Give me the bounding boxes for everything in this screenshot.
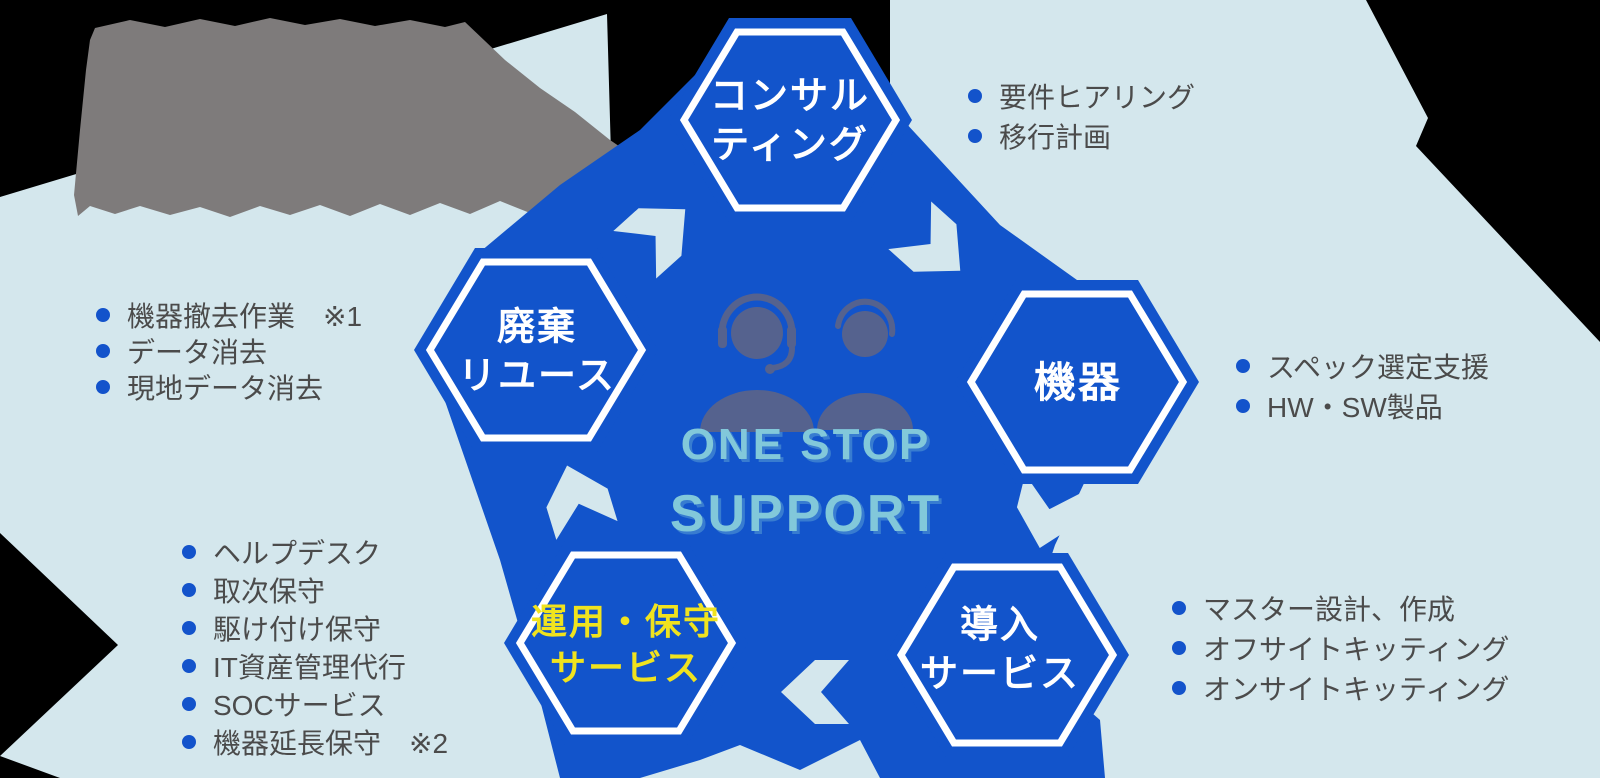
cycle-arrow-icon	[1016, 474, 1088, 548]
hexagon-equipment-label: 機器	[1034, 356, 1122, 410]
bullet-text: IT資産管理代行	[213, 652, 406, 683]
bullet-text: HW・SW製品	[1267, 392, 1443, 423]
cycle-arrows	[546, 201, 1088, 724]
bullet-dot-icon	[1172, 601, 1186, 615]
hexagon-disposal	[414, 248, 658, 452]
label-line: ティング	[711, 124, 869, 166]
bullet-dot-icon	[1172, 681, 1186, 695]
bullet-dot-icon	[968, 89, 982, 103]
bullet-item: 機器延長保守 ※2	[182, 723, 448, 761]
bullet-dot-icon	[96, 380, 110, 394]
bullet-dot-icon	[182, 697, 196, 711]
bullet-dot-icon	[968, 129, 982, 143]
bullet-item: データ消去	[96, 333, 362, 369]
bullet-text: データ消去	[127, 337, 268, 368]
label-line: サービス	[919, 653, 1081, 695]
cycle-arrow-icon	[546, 465, 618, 540]
hexagon-disposal-label: 廃棄 リユース	[458, 303, 616, 400]
bullet-text: ヘルプデスク	[213, 538, 382, 569]
bullet-dot-icon	[96, 344, 110, 358]
bullet-list-operation: ヘルプデスク 取次保守 駆け付け保守 IT資産管理代行 SOCサービス 機器延長…	[182, 533, 448, 761]
bullet-text: オフサイトキッティング	[1203, 634, 1510, 665]
bullet-item: IT資産管理代行	[182, 647, 448, 685]
cycle-arrow-icon	[613, 208, 686, 279]
bullet-dot-icon	[182, 583, 196, 597]
label-line: 廃棄	[496, 306, 578, 349]
cycle-arrow-icon	[781, 660, 849, 724]
bullet-item: オンサイトキッティング	[1172, 668, 1509, 708]
bullet-dot-icon	[96, 308, 110, 322]
bullet-list-consulting: 要件ヒアリング 移行計画	[968, 76, 1195, 156]
bullet-item: HW・SW製品	[1236, 386, 1489, 426]
bullet-item: マスター設計、作成	[1172, 588, 1509, 628]
bullet-text: 要件ヒアリング	[999, 82, 1196, 113]
bullet-dot-icon	[182, 545, 196, 559]
bullet-item: スペック選定支援	[1236, 346, 1489, 386]
bullet-dot-icon	[182, 735, 196, 749]
bullet-text: マスター設計、作成	[1203, 594, 1456, 625]
bullet-item: 移行計画	[968, 116, 1195, 156]
bullet-text: 移行計画	[999, 122, 1112, 153]
bullet-item: 要件ヒアリング	[968, 76, 1195, 116]
bullet-list-install: マスター設計、作成 オフサイトキッティング オンサイトキッティング	[1172, 588, 1509, 708]
bullet-dot-icon	[1236, 399, 1250, 413]
bullet-dot-icon	[1172, 641, 1186, 655]
bullet-text: 機器延長保守 ※2	[213, 728, 449, 759]
bullet-text: スペック選定支援	[1267, 352, 1490, 383]
bullet-dot-icon	[1236, 359, 1250, 373]
bullet-item: 機器撤去作業 ※1	[96, 297, 362, 333]
bullet-text: オンサイトキッティング	[1203, 674, 1510, 705]
hexagon-consulting	[668, 18, 912, 222]
hexagon-install-label: 導入 サービス	[920, 601, 1080, 698]
bullet-dot-icon	[182, 659, 196, 673]
hexagon-operation-label: 運用・保守 サービス	[531, 599, 721, 691]
bullet-list-disposal: 機器撤去作業 ※1 データ消去 現地データ消去	[96, 297, 362, 405]
hexagon-consulting-label: コンサル ティング	[710, 72, 870, 169]
bullet-text: 現地データ消去	[127, 373, 324, 404]
cycle-arrow-icon	[888, 201, 961, 272]
label-line: 機器	[1033, 359, 1123, 407]
bullet-item: 駆け付け保守	[182, 609, 448, 647]
label-line: 運用・保守	[530, 600, 722, 642]
label-line: コンサル	[709, 75, 871, 118]
bullet-text: 駆け付け保守	[213, 614, 382, 645]
bullet-dot-icon	[182, 621, 196, 635]
bullet-text: SOCサービス	[213, 690, 386, 721]
bullet-item: ヘルプデスク	[182, 533, 448, 571]
bullet-item: オフサイトキッティング	[1172, 628, 1509, 668]
bullet-item: SOCサービス	[182, 685, 448, 723]
hexagon-operation	[504, 541, 748, 745]
label-line: 導入	[959, 604, 1041, 647]
label-line: サービス	[549, 647, 703, 688]
bullet-text: 機器撤去作業 ※1	[127, 301, 363, 332]
bullet-item: 取次保守	[182, 571, 448, 609]
label-line: リユース	[457, 355, 617, 397]
bullet-item: 現地データ消去	[96, 369, 362, 405]
bullet-text: 取次保守	[213, 576, 326, 607]
hexagon-equipment	[955, 280, 1199, 484]
gray-text-blob	[74, 18, 634, 217]
bullet-list-equipment: スペック選定支援 HW・SW製品	[1236, 346, 1489, 426]
hexagon-install	[885, 553, 1129, 757]
persons-icon	[700, 293, 913, 432]
center-title-line1: ONE STOP	[680, 420, 932, 469]
center-title-line2: SUPPORT	[669, 485, 943, 543]
